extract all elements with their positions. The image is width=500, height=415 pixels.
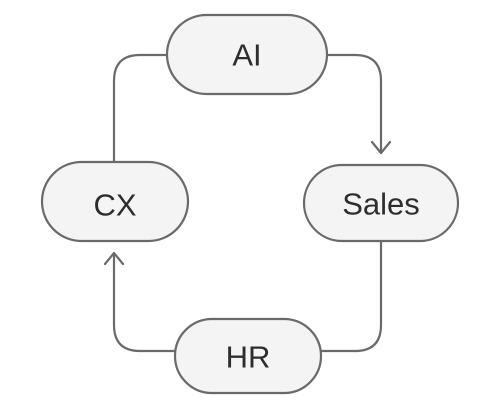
node-ai-box bbox=[165, 13, 329, 96]
node-cx-box bbox=[40, 160, 190, 243]
arrowhead-ai-to-sales bbox=[370, 140, 392, 155]
node-hr-box bbox=[173, 317, 323, 395]
node-ai-label: AI bbox=[232, 38, 261, 73]
edge-cx-to-ai bbox=[112, 53, 169, 164]
node-sales: Sales bbox=[302, 163, 460, 243]
node-hr-label: HR bbox=[226, 340, 271, 375]
node-sales-label: Sales bbox=[342, 187, 420, 222]
arrowhead-hr-to-cx bbox=[103, 251, 125, 266]
node-sales-box bbox=[302, 163, 460, 243]
node-hr: HR bbox=[173, 317, 323, 395]
node-ai: AI bbox=[165, 13, 329, 96]
edge-ai-to-sales bbox=[325, 53, 383, 154]
node-cx: CX bbox=[40, 160, 190, 243]
edge-hr-to-cx bbox=[112, 252, 177, 353]
node-cx-label: CX bbox=[93, 188, 136, 223]
edge-sales-to-hr bbox=[319, 239, 383, 353]
edges bbox=[103, 53, 392, 353]
